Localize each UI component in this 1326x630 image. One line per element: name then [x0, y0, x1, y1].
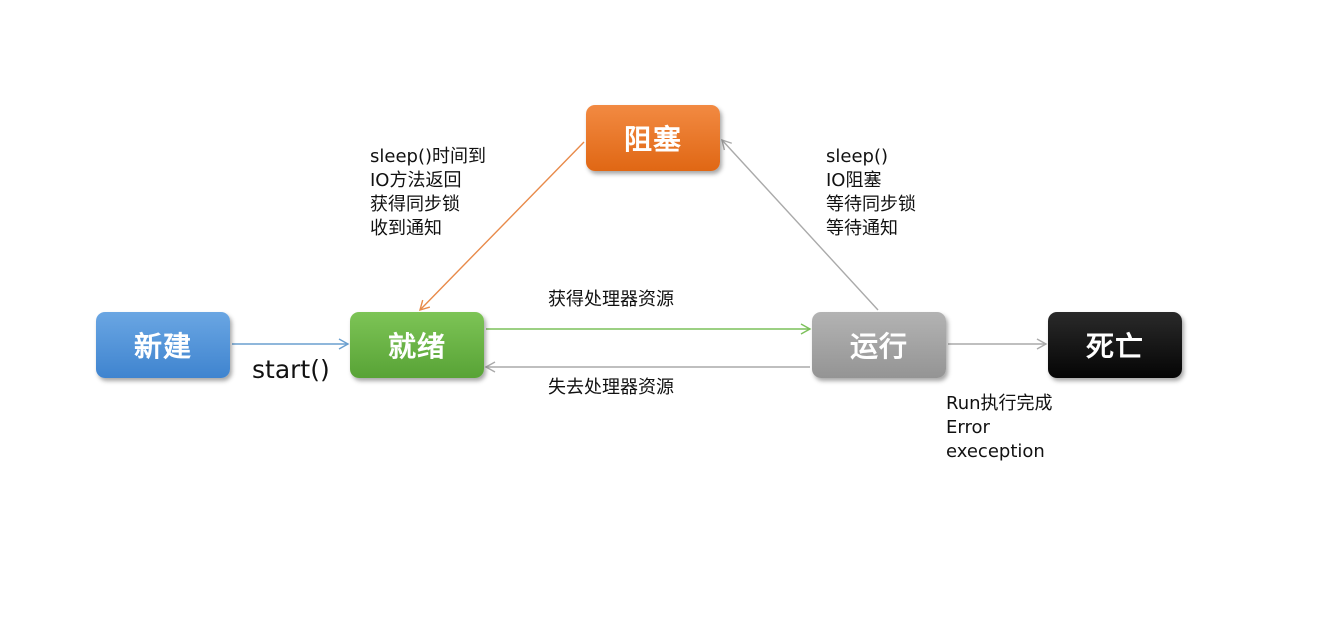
state-dead: 死亡: [1048, 312, 1182, 378]
state-blocked: 阻塞: [586, 105, 720, 171]
end-condition: exeception: [946, 441, 1045, 462]
block-condition: 等待通知: [826, 218, 898, 239]
end-condition: Run执行完成: [946, 393, 1053, 414]
wakeup-condition: 获得同步锁: [370, 194, 460, 215]
end-condition: Error: [946, 417, 990, 438]
end-conditions: Run执行完成 Error exeception: [946, 392, 1053, 464]
block-condition: IO阻塞: [826, 170, 882, 191]
acquire-cpu-label: 获得处理器资源: [548, 289, 674, 310]
start-label: start(): [252, 355, 330, 384]
state-new: 新建: [96, 312, 230, 378]
arrow-blocked-to-ready: [418, 141, 585, 312]
state-ready: 就绪: [350, 312, 484, 378]
wakeup-condition: sleep()时间到: [370, 146, 486, 167]
block-conditions: sleep() IO阻塞 等待同步锁 等待通知: [826, 145, 916, 241]
block-condition: 等待同步锁: [826, 194, 916, 215]
wakeup-condition: IO方法返回: [370, 170, 462, 191]
block-condition: sleep(): [826, 146, 888, 167]
state-running: 运行: [812, 312, 946, 378]
wakeup-conditions: sleep()时间到 IO方法返回 获得同步锁 收到通知: [370, 145, 486, 241]
arrow-running-to-blocked: [721, 138, 879, 311]
wakeup-condition: 收到通知: [370, 218, 442, 239]
lose-cpu-label: 失去处理器资源: [548, 377, 674, 398]
